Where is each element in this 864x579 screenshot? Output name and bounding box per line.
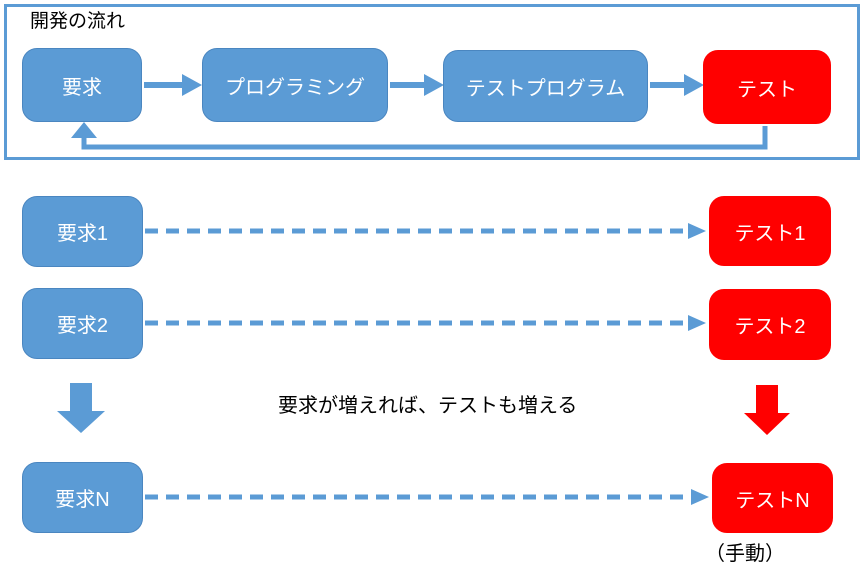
test-label: テスト2 (734, 316, 806, 338)
development-flow-panel (4, 4, 860, 160)
flow-title: 開発の流れ (30, 11, 126, 32)
caption-text: 要求が増えれば、テストも増える (278, 395, 578, 417)
requirement-box-2: 要求2 (22, 288, 143, 359)
mapping-arrow-2 (145, 315, 706, 331)
test-box-2: テスト2 (709, 289, 831, 360)
requirement-label: 要求1 (56, 223, 109, 245)
mapping-arrow-n (145, 489, 709, 505)
mapping-arrow-1 (145, 223, 706, 239)
requirement-label: 要求N (55, 489, 110, 511)
flow-step-label: プログラミング (225, 76, 365, 99)
block-arrow-requirements (57, 383, 105, 433)
flow-step-test-program: テストプログラム (443, 50, 648, 122)
test-box-1: テスト1 (709, 196, 831, 266)
flow-step-label: テスト (737, 78, 797, 101)
block-arrow-tests (744, 385, 790, 435)
flow-step-label: テストプログラム (465, 77, 626, 100)
flow-step-programming: プログラミング (202, 48, 388, 122)
test-label: テストN (735, 489, 810, 512)
requirement-box-n: 要求N (22, 462, 143, 533)
test-box-n: テストN (712, 463, 833, 533)
flow-step-test: テスト (703, 50, 831, 124)
test-label: テスト1 (734, 222, 806, 245)
flow-step-label: 要求 (62, 76, 102, 99)
manual-note: （手動） (705, 543, 785, 565)
requirement-box-1: 要求1 (22, 196, 143, 267)
flow-step-requirements: 要求 (22, 48, 142, 122)
requirement-label: 要求2 (56, 315, 109, 337)
